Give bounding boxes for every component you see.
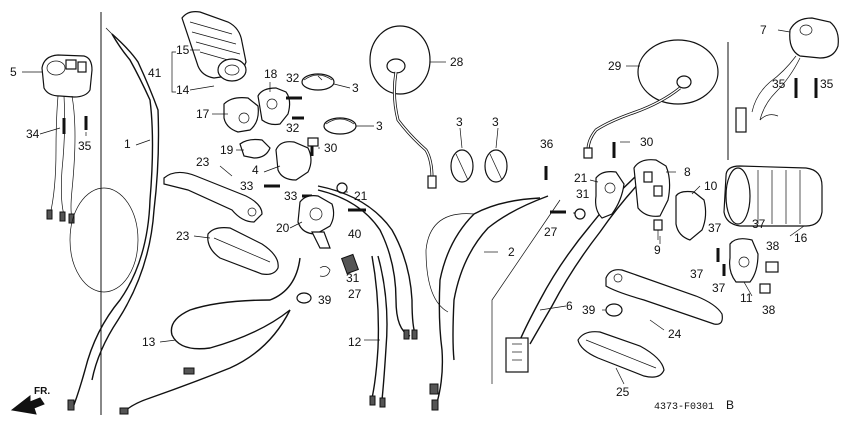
throttle-cable xyxy=(67,27,160,411)
callout-33b: 33 xyxy=(284,189,298,203)
left-grip xyxy=(207,227,279,275)
callout-41: 41 xyxy=(148,66,162,80)
callout-21: 21 xyxy=(574,171,588,185)
callout-26: 24 xyxy=(668,327,682,341)
callout-30a: 30 xyxy=(324,141,338,155)
callout-15: 15 xyxy=(176,43,190,57)
screws-35 xyxy=(794,78,818,98)
callout-23: 23 xyxy=(196,155,210,169)
callout-5: 5 xyxy=(10,65,17,79)
screws-37-38 xyxy=(716,220,779,294)
callout-7: 7 xyxy=(760,23,767,37)
callout-27b: 27 xyxy=(544,225,558,239)
callout-24: 23 xyxy=(176,229,190,243)
brake-lever xyxy=(605,269,723,325)
divider-lines xyxy=(100,12,729,415)
throttle-stop-plate xyxy=(239,138,271,159)
callout-34b: 35 xyxy=(78,139,92,153)
leader-lines xyxy=(22,29,805,385)
callout-16: 16 xyxy=(794,231,808,245)
callout-31b: 31 xyxy=(576,187,590,201)
screws-36-30 xyxy=(544,142,616,180)
front-direction-arrow-icon xyxy=(10,394,45,415)
callout-35b: 35 xyxy=(820,77,834,91)
clamp-bands xyxy=(301,73,508,183)
right-mirror xyxy=(583,39,719,159)
callout-40: 40 xyxy=(348,227,362,241)
collar-39 xyxy=(605,303,623,317)
callout-27a: 27 xyxy=(348,287,362,301)
callout-37a: 37 xyxy=(708,221,722,235)
callout-2: 2 xyxy=(508,245,515,259)
right-switch-housing xyxy=(633,159,707,241)
callout-3a: 3 xyxy=(352,81,359,95)
reference-suffix: B xyxy=(726,398,734,412)
bracket-41 xyxy=(171,51,176,93)
callout-1: 1 xyxy=(124,137,131,151)
left-switch-housing xyxy=(41,54,93,224)
right-switch-lower xyxy=(729,238,759,283)
front-direction-label: FR. xyxy=(34,386,50,397)
right-grip xyxy=(723,165,823,227)
switch-wire-harness xyxy=(317,185,418,408)
callout-39a: 39 xyxy=(318,293,332,307)
screws-32-30-33 xyxy=(264,96,319,198)
cable-2 xyxy=(425,195,549,411)
callout-33a: 33 xyxy=(240,179,254,193)
brake-lever-cover xyxy=(577,331,665,378)
callout-32b: 32 xyxy=(286,121,300,135)
callout-25: 25 xyxy=(616,385,630,399)
callout-11: 11 xyxy=(740,291,753,305)
throttle-housing-upper xyxy=(257,87,291,126)
callout-6: 6 xyxy=(566,299,573,313)
callout-39b: 39 xyxy=(582,303,596,317)
callout-10: 10 xyxy=(704,179,718,193)
callout-35a: 35 xyxy=(772,77,786,91)
callout-37c: 37 xyxy=(690,267,704,281)
callout-3c: 3 xyxy=(456,115,463,129)
callout-37b: 37 xyxy=(752,217,766,231)
callout-28: 28 xyxy=(450,55,464,69)
callout-19: 19 xyxy=(220,143,234,157)
callout-30b: 30 xyxy=(640,135,654,149)
callout-9: 9 xyxy=(654,243,661,257)
callout-20: 20 xyxy=(276,221,290,235)
clutch-lever-bracket xyxy=(275,141,335,249)
callout-14: 14 xyxy=(176,83,190,97)
small-fasteners-left xyxy=(296,182,366,304)
callout-38a: 38 xyxy=(766,239,780,253)
callout-29: 29 xyxy=(608,59,622,73)
callout-labels: 5 34 35 1 15 41 14 17 18 32 3 32 3 19 30… xyxy=(10,23,834,399)
callout-37d: 37 xyxy=(712,281,726,295)
callout-3b: 3 xyxy=(376,119,383,133)
callout-4: 4 xyxy=(252,163,259,177)
throttle-housing-lower xyxy=(223,97,259,133)
callout-18: 18 xyxy=(264,67,278,81)
callout-8: 8 xyxy=(684,165,691,179)
callout-17: 17 xyxy=(196,107,210,121)
brake-lever-bracket xyxy=(550,171,625,220)
callout-32a: 32 xyxy=(286,71,300,85)
callout-3d: 3 xyxy=(492,115,499,129)
throttle-grip xyxy=(181,11,247,82)
left-mirror xyxy=(369,25,437,189)
reference-code: 4373-F0301 xyxy=(654,402,714,413)
callout-13: 13 xyxy=(142,335,156,349)
right-handle-switch xyxy=(735,17,839,133)
clutch-lever xyxy=(163,171,263,223)
callout-31a: 31 xyxy=(346,271,360,285)
callout-34a: 34 xyxy=(26,127,40,141)
callout-36: 36 xyxy=(540,137,554,151)
callout-22: 21 xyxy=(354,189,368,203)
callout-38b: 38 xyxy=(762,303,776,317)
callout-12: 12 xyxy=(348,335,362,349)
screws-34 xyxy=(62,116,88,134)
clutch-cable xyxy=(119,257,301,415)
